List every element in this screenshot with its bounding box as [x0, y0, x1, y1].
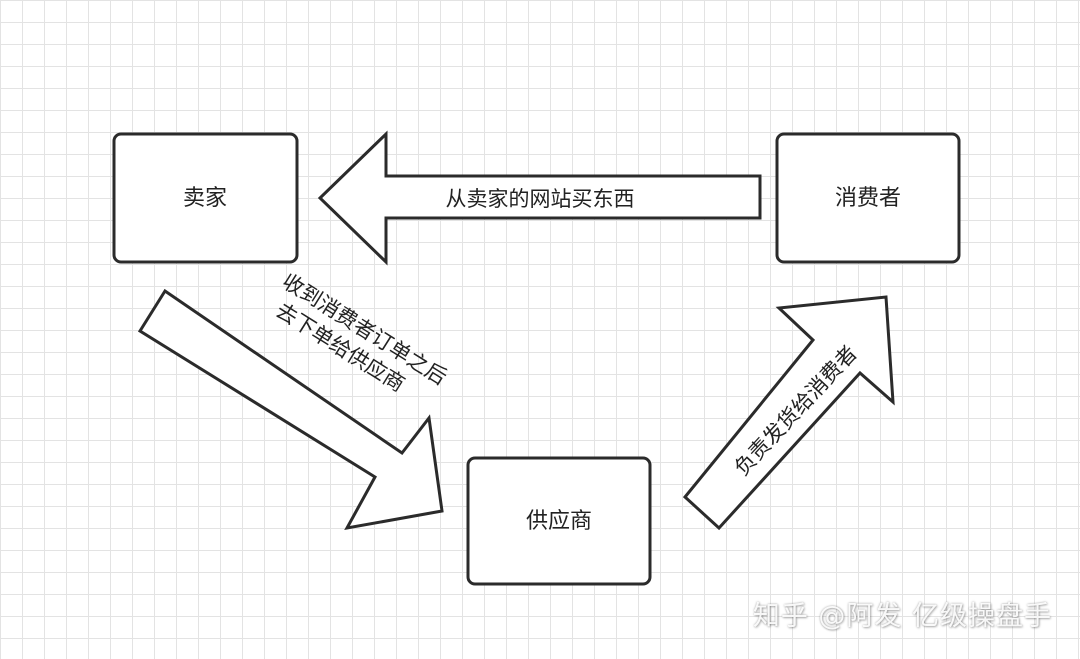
seller-node: 卖家 — [112, 132, 299, 264]
supplier-node: 供应商 — [466, 456, 652, 586]
consumer-label: 消费者 — [835, 186, 901, 211]
seller-label: 卖家 — [183, 186, 227, 211]
arrow-seller-to-supplier: 收到消费者订单之后 去下单给供应商 — [137, 269, 451, 531]
arrow-consumer-to-seller: 从卖家的网站买东西 — [317, 130, 762, 266]
watermark: 知乎 @阿发 亿级操盘手 — [752, 601, 1052, 632]
supplier-label: 供应商 — [526, 509, 592, 534]
arrow-label-buy: 从卖家的网站买东西 — [446, 187, 635, 211]
consumer-node: 消费者 — [775, 132, 961, 264]
arrow-supplier-to-consumer: 负责发货给消费者 — [682, 295, 895, 531]
